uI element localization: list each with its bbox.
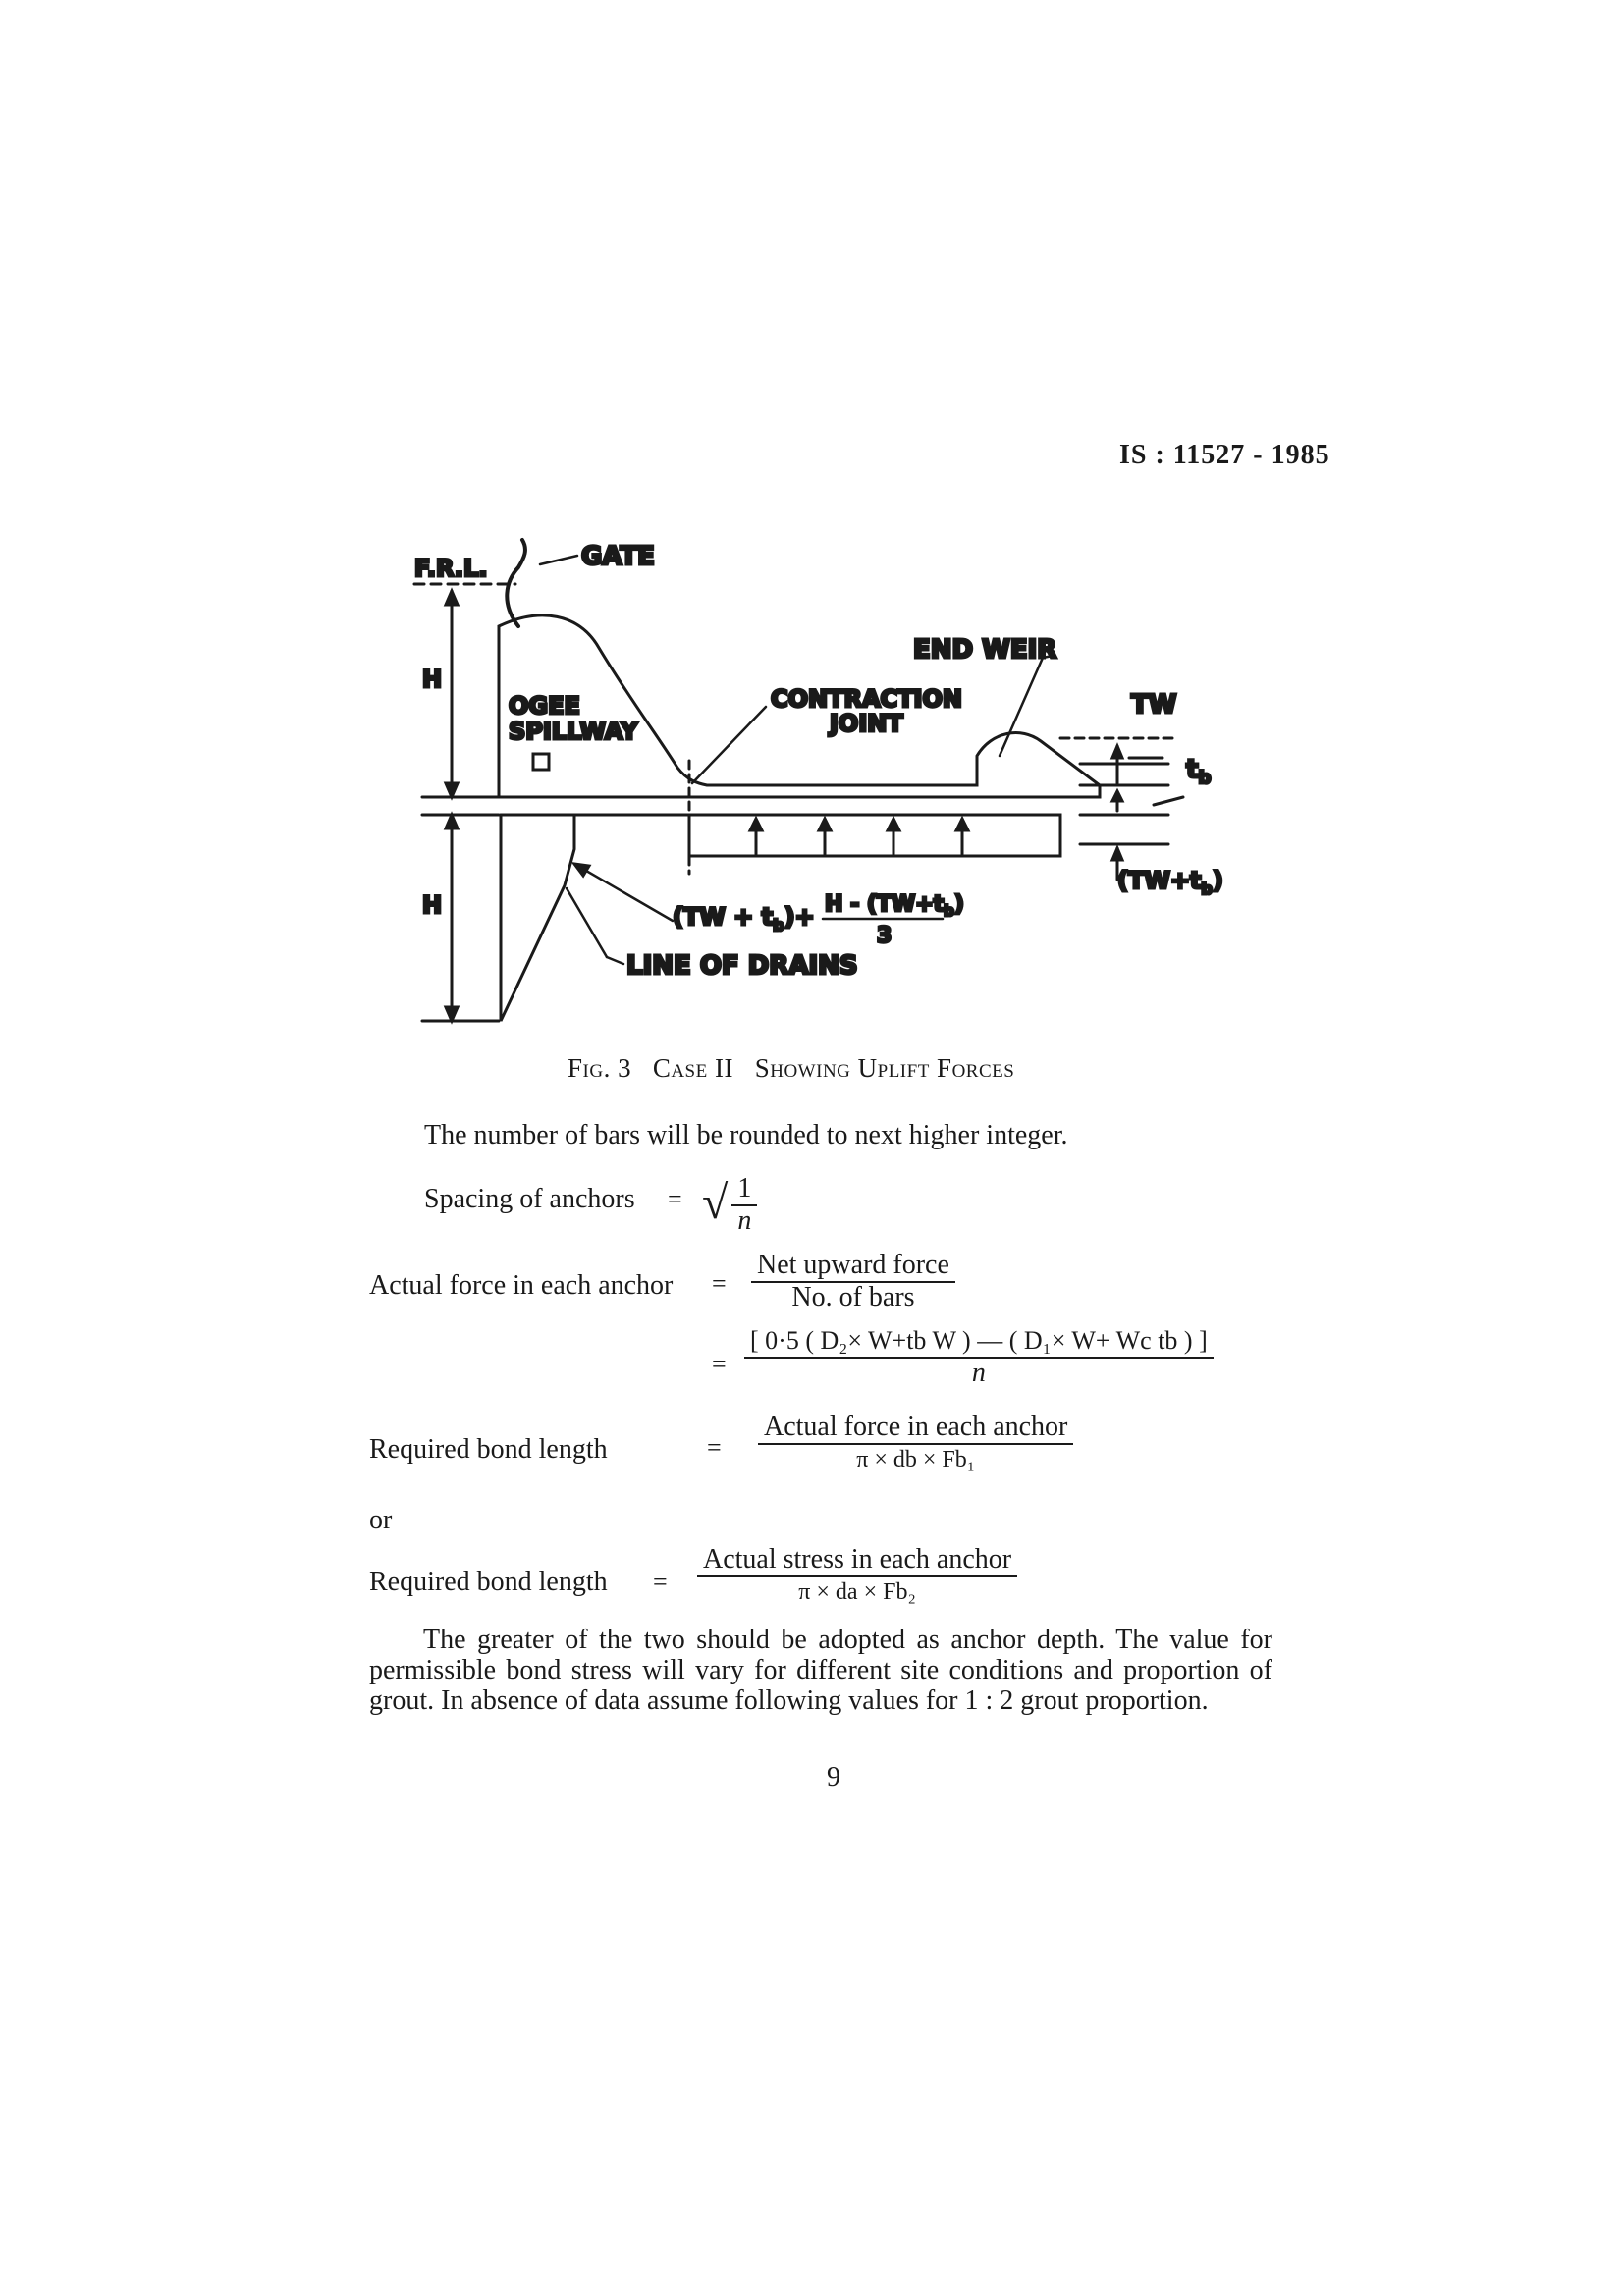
force-denominator: No. of bars <box>791 1282 915 1312</box>
uplift-numerator: H - (TW+tb) <box>825 892 964 920</box>
standard-number: IS : 11527 - 1985 <box>1119 440 1330 470</box>
uplift-diagram-left <box>499 813 576 1022</box>
uplift-arrows <box>747 815 971 856</box>
bond-length-denominator-2: π × da × Fb₂ <box>798 1579 916 1605</box>
h-label-lower: H <box>422 891 442 919</box>
bond-length-label-2: Required bond length <box>369 1567 608 1597</box>
bond-length-denominator-1: π × db × Fb₁ <box>856 1447 976 1472</box>
force-equals-2: = <box>712 1350 727 1378</box>
tw-tb-label: (TW+tb) <box>1117 867 1223 898</box>
ogee-label-line2: SPILLWAY <box>509 718 638 745</box>
figure-caption: Fig. 3 Case II Showing Uplift Forces <box>568 1053 1014 1084</box>
caption-case: Case II <box>652 1053 733 1083</box>
bond-length-fraction-1: Actual force in each anchor π × db × Fb₁ <box>758 1412 1074 1474</box>
force-label: Actual force in each anchor <box>369 1270 674 1301</box>
drain-box <box>531 752 551 772</box>
bond-length-numerator-2: Actual stress in each anchor <box>697 1544 1018 1577</box>
page-number: 9 <box>827 1762 840 1792</box>
uplift-expression: (TW + tb)+ <box>673 903 815 934</box>
force-expanded-numerator: [ 0·5 ( D₂× W+tb W ) — ( D₁× W+ Wc tb ) … <box>744 1325 1214 1359</box>
height-dimension-upper <box>420 587 501 801</box>
conclusion-paragraph: The greater of the two should be adopted… <box>369 1625 1272 1716</box>
force-numerator: Net upward force <box>751 1250 955 1283</box>
force-equals: = <box>712 1269 727 1298</box>
force-fraction: Net upward force No. of bars <box>751 1250 955 1312</box>
uplift-rectangle <box>687 813 1062 858</box>
contraction-label-line2: JOINT <box>828 710 903 737</box>
bond-length-equals-1: = <box>707 1433 722 1462</box>
gate-label: GATE <box>581 542 655 571</box>
bond-length-equals-2: = <box>653 1568 668 1596</box>
h-label-upper: H <box>422 666 442 693</box>
caption-prefix: Fig. 3 <box>568 1053 632 1083</box>
contraction-label-line1: CONTRACTION <box>771 685 962 713</box>
tb-label: tb <box>1186 755 1211 788</box>
spacing-label: Spacing of anchors <box>424 1184 635 1214</box>
force-expanded-denominator: n <box>971 1358 986 1388</box>
or-text: or <box>369 1505 393 1535</box>
tw-label: TW <box>1131 690 1176 720</box>
spacing-denominator: n <box>737 1205 752 1237</box>
end-weir-label: END WEIR <box>913 635 1056 665</box>
spacing-numerator: 1 <box>731 1173 758 1207</box>
spacing-formula: √ 1 n <box>702 1170 758 1240</box>
uplift-denominator: 3 <box>877 924 892 948</box>
bond-length-fraction-2: Actual stress in each anchor π × da × Fb… <box>697 1544 1018 1607</box>
ogee-label-line1: OGEE <box>509 692 580 720</box>
tailwater-dimensions <box>1058 736 1185 881</box>
caption-title: Showing Uplift Forces <box>754 1053 1015 1083</box>
bond-length-label-1: Required bond length <box>369 1434 608 1465</box>
uplift-force-figure: F.R.L. GATE END WEIR OGEE SPILLWAY CONTR… <box>412 538 1224 1025</box>
frl-label: F.R.L. <box>414 555 487 582</box>
rounding-note: The number of bars will be rounded to ne… <box>424 1120 1068 1150</box>
bond-length-numerator-1: Actual force in each anchor <box>758 1412 1074 1445</box>
spacing-equals: = <box>668 1185 682 1213</box>
spillway-outline <box>497 614 1102 799</box>
gate-shape <box>505 538 527 628</box>
force-expanded-fraction: [ 0·5 ( D₂× W+tb W ) — ( D₁× W+ Wc tb ) … <box>744 1325 1214 1388</box>
height-dimension-lower <box>420 811 501 1025</box>
line-of-drains-label: LINE OF DRAINS <box>626 951 858 981</box>
